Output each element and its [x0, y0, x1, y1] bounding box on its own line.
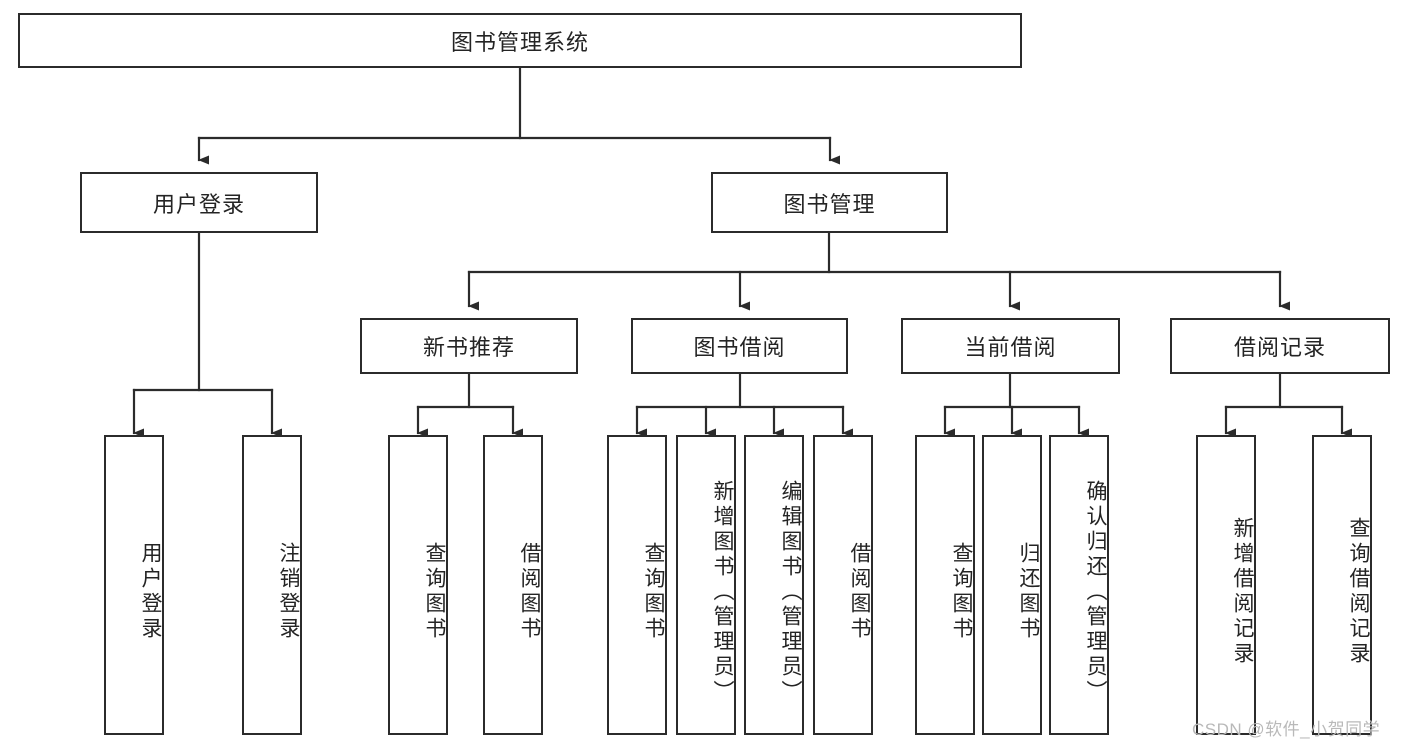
node-leaf-logout-login-label: 注销登录: [277, 542, 300, 642]
node-leaf-query-borrow-record-label: 查询借阅记录: [1347, 517, 1370, 667]
node-leaf-add-book-admin[interactable]: 新增图书（管理员）: [676, 435, 736, 735]
node-user-login[interactable]: 用户登录: [80, 172, 318, 233]
node-book-borrow[interactable]: 图书借阅: [631, 318, 848, 374]
node-current-borrow-label: 当前借阅: [964, 335, 1057, 360]
node-new-book-recommend-label: 新书推荐: [422, 335, 515, 360]
node-leaf-user-login-label: 用户登录: [139, 542, 162, 642]
node-leaf-confirm-return-admin-label: 确认归还（管理员）: [1084, 479, 1107, 705]
node-leaf-edit-book-admin[interactable]: 编辑图书（管理员）: [744, 435, 804, 735]
watermark: CSDN @软件_小贺同学: [1192, 720, 1381, 739]
node-book-management[interactable]: 图书管理: [711, 172, 948, 233]
node-leaf-borrow-book-2-label: 借阅图书: [848, 542, 871, 642]
node-leaf-add-borrow-record-label: 新增借阅记录: [1231, 517, 1254, 667]
node-leaf-add-borrow-record[interactable]: 新增借阅记录: [1196, 435, 1256, 735]
node-leaf-borrow-book-1-label: 借阅图书: [518, 542, 541, 642]
node-book-borrow-label: 图书借阅: [693, 335, 786, 360]
node-leaf-add-book-admin-label: 新增图书（管理员）: [711, 479, 734, 705]
node-borrow-record-label: 借阅记录: [1233, 335, 1326, 360]
node-leaf-logout-login[interactable]: 注销登录: [242, 435, 302, 735]
node-leaf-borrow-book-1[interactable]: 借阅图书: [483, 435, 543, 735]
node-leaf-query-book-3-label: 查询图书: [950, 542, 973, 642]
node-leaf-query-book-1[interactable]: 查询图书: [388, 435, 448, 735]
node-leaf-return-book-label: 归还图书: [1017, 542, 1040, 642]
node-root[interactable]: 图书管理系统: [18, 13, 1022, 68]
node-book-management-label: 图书管理: [783, 191, 876, 217]
node-leaf-edit-book-admin-label: 编辑图书（管理员）: [779, 479, 802, 705]
node-leaf-query-borrow-record[interactable]: 查询借阅记录: [1312, 435, 1372, 735]
node-leaf-confirm-return-admin[interactable]: 确认归还（管理员）: [1049, 435, 1109, 735]
node-root-label: 图书管理系统: [450, 29, 589, 55]
node-leaf-query-book-2-label: 查询图书: [642, 542, 665, 642]
node-new-book-recommend[interactable]: 新书推荐: [360, 318, 578, 374]
node-current-borrow[interactable]: 当前借阅: [901, 318, 1120, 374]
node-leaf-query-book-2[interactable]: 查询图书: [607, 435, 667, 735]
node-leaf-borrow-book-2[interactable]: 借阅图书: [813, 435, 873, 735]
node-borrow-record[interactable]: 借阅记录: [1170, 318, 1390, 374]
node-user-login-label: 用户登录: [152, 191, 245, 217]
node-leaf-query-book-3[interactable]: 查询图书: [915, 435, 975, 735]
node-leaf-query-book-1-label: 查询图书: [423, 542, 446, 642]
node-leaf-return-book[interactable]: 归还图书: [982, 435, 1042, 735]
node-leaf-user-login[interactable]: 用户登录: [104, 435, 164, 735]
